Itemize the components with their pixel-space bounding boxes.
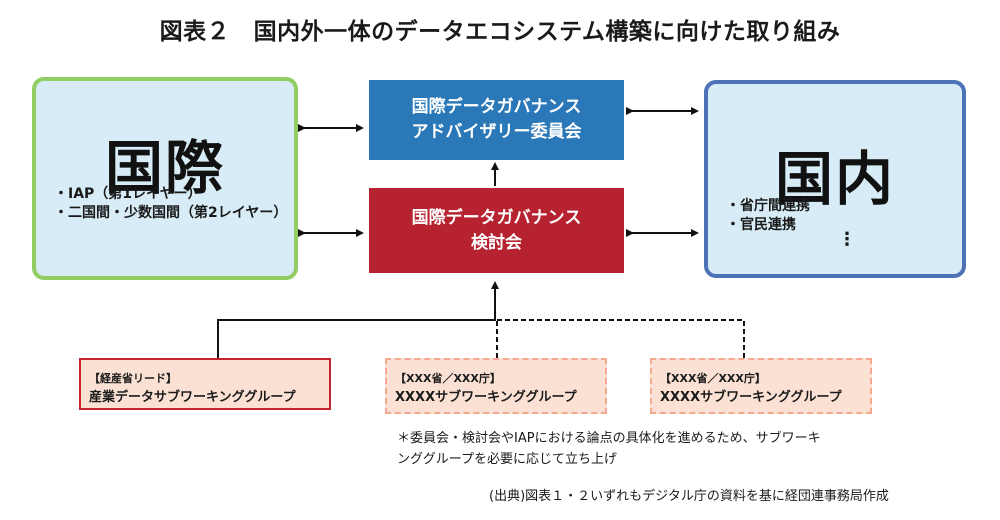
more-ellipsis: ⋮	[838, 229, 856, 250]
wg-name: XXXXサブワーキンググループ	[660, 390, 842, 405]
international-heading: 国際	[104, 134, 225, 202]
review-line1: 国際データガバナンス	[411, 207, 582, 228]
wg-lead: 【XXX省／XXX庁】	[660, 372, 766, 385]
connector-wg3	[497, 319, 745, 358]
wg-lead: 【経産省リード】	[89, 372, 177, 385]
wg-name: 産業データサブワーキンググループ	[89, 390, 296, 405]
list-item: ・IAP（第1レイヤー）	[54, 186, 202, 202]
advisory-line2: アドバイザリー委員会	[411, 122, 582, 142]
source-credit: (出典)図表１・２いずれもデジタル庁の資料を基に経団連事務局作成	[489, 489, 889, 504]
domestic-heading: 国内	[774, 145, 895, 213]
review-line2: 検討会	[471, 232, 522, 253]
list-item: ・官民連携	[726, 217, 796, 233]
international-list: ・IAP（第1レイヤー） ・二国間・少数国間（第2レイヤー）	[54, 185, 290, 223]
working-group-box: 【XXX省／XXX庁】 XXXXサブワーキンググループ	[650, 358, 872, 414]
diagram-title: 図表２ 国内外一体のデータエコシステム構築に向けた取り組み	[159, 19, 841, 45]
domestic-box: 国内 ・省庁間連携 ・官民連携 ⋮	[704, 80, 966, 278]
list-item: ・二国間・少数国間（第2レイヤー）	[54, 205, 288, 221]
advisory-line1: 国際データガバナンス	[411, 97, 582, 117]
footnote-line2: ンググループを必要に応じて立ち上げ	[397, 452, 617, 467]
connector-wg1	[217, 281, 499, 358]
domestic-list: ・省庁間連携 ・官民連携	[726, 197, 956, 235]
footnote: ＊委員会・検討会やIAPにおける論点の具体化を進めるため、サブワーキ ンググルー…	[397, 428, 877, 470]
wg-name: XXXXサブワーキンググループ	[395, 390, 577, 405]
wg-lead: 【XXX省／XXX庁】	[395, 372, 501, 385]
international-box: 国際 ・IAP（第1レイヤー） ・二国間・少数国間（第2レイヤー）	[32, 77, 298, 280]
working-group-box: 【XXX省／XXX庁】 XXXXサブワーキンググループ	[385, 358, 607, 414]
list-item: ・省庁間連携	[726, 198, 810, 214]
footnote-line1: ＊委員会・検討会やIAPにおける論点の具体化を進めるため、サブワーキ	[397, 431, 821, 446]
review-committee-box: 国際データガバナンス 検討会	[369, 188, 624, 273]
advisory-committee-box: 国際データガバナンス アドバイザリー委員会	[369, 80, 624, 160]
working-group-box: 【経産省リード】 産業データサブワーキンググループ	[79, 358, 331, 410]
